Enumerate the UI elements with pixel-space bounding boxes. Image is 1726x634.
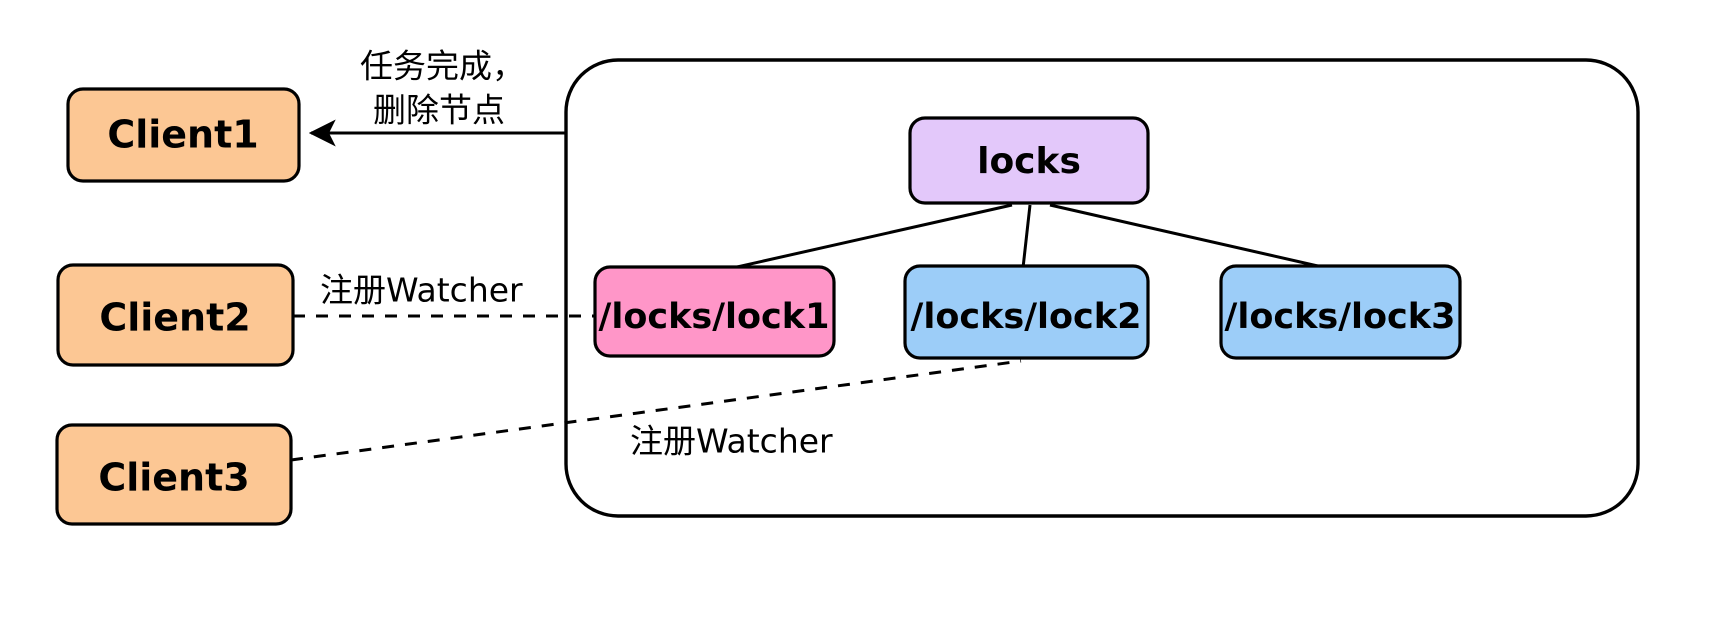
edge-label-client2-watcher: 注册Watcher <box>320 271 523 310</box>
lock3-box[interactable] <box>1219 264 1462 360</box>
client2-box[interactable] <box>56 263 295 367</box>
lock1-label: /locks/lock1 <box>599 297 830 337</box>
lock2-label: /locks/lock2 <box>911 297 1142 337</box>
znode-lock2[interactable]: /locks/lock2 <box>903 264 1150 360</box>
client-node-client3[interactable]: Client3 <box>55 423 293 526</box>
znode-locks[interactable]: locks <box>908 116 1150 205</box>
client-node-client2[interactable]: Client2 <box>56 263 295 367</box>
lock1-box[interactable] <box>593 265 836 358</box>
edge-label-client3-watcher: 注册Watcher <box>630 422 833 461</box>
client3-box[interactable] <box>55 423 293 526</box>
edge-label-delete-node-line2: 删除节点 <box>373 91 505 130</box>
client2-label: Client2 <box>99 296 250 340</box>
edge-client3-register-watcher <box>290 359 1022 462</box>
client3-label: Client3 <box>98 456 249 500</box>
znode-lock3[interactable]: /locks/lock3 <box>1219 264 1462 360</box>
locks-box[interactable] <box>908 116 1150 205</box>
lock2-box[interactable] <box>903 264 1150 360</box>
locks-label: locks <box>977 141 1081 182</box>
client1-label: Client1 <box>107 113 258 157</box>
client-node-client1[interactable]: Client1 <box>66 87 301 183</box>
lock3-label: /locks/lock3 <box>1225 297 1456 337</box>
zookeeper-namespace-container <box>564 58 1640 518</box>
client1-box[interactable] <box>66 87 301 183</box>
znode-lock1[interactable]: /locks/lock1 <box>593 265 836 358</box>
edge-label-delete-node-line1: 任务完成， <box>360 47 525 86</box>
